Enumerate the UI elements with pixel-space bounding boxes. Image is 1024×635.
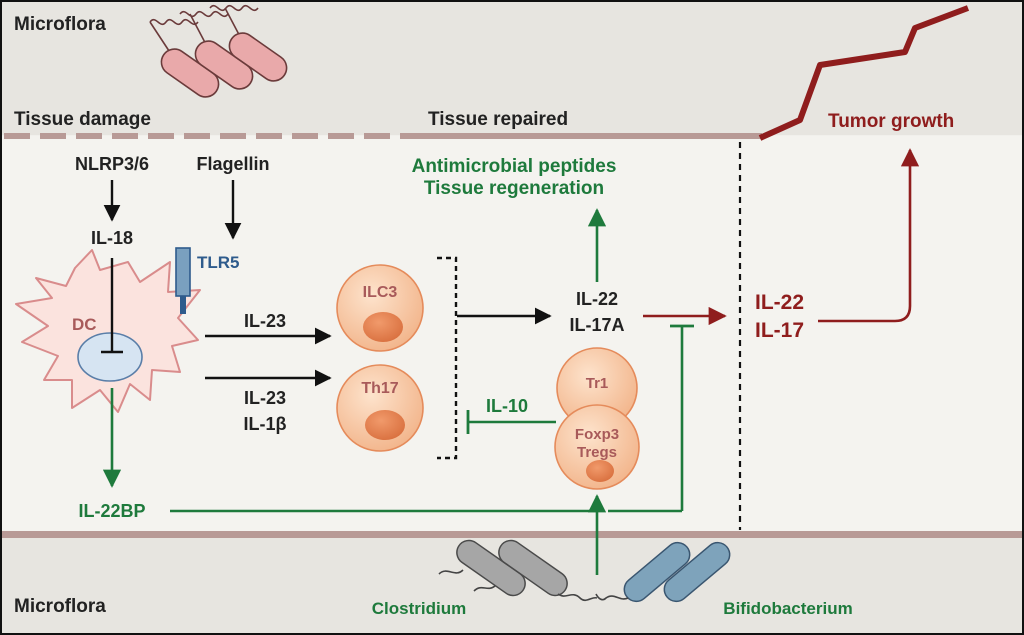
foxp3-label: Foxp3: [575, 426, 619, 443]
clostridium-bacteria-icon: [438, 539, 598, 602]
top-microflora-label: Microflora: [14, 14, 106, 35]
nlrp-label: NLRP3/6: [75, 154, 149, 174]
th17-label: Th17: [361, 380, 398, 397]
ilc3-th17-bracket: [437, 256, 458, 460]
il1b-label: IL-1β: [244, 414, 287, 434]
foxp3-treg-cell-icon: [554, 404, 640, 490]
tumor-il22-label: IL-22: [755, 291, 804, 314]
tissue-damage-label: Tissue damage: [14, 109, 151, 130]
dendritic-cell-icon: [15, 249, 201, 413]
bifidobacterium-bacteria-icon: [595, 541, 731, 603]
dc-label: DC: [72, 315, 97, 334]
tregs-label: Tregs: [577, 444, 617, 461]
regen-label: Tissue regeneration: [424, 178, 604, 199]
tumor-il17-label: IL-17: [755, 319, 804, 342]
bottom-microflora-label: Microflora: [14, 596, 106, 617]
tr1-label: Tr1: [586, 375, 609, 392]
il23-top-label: IL-23: [244, 311, 286, 331]
th17-cell-icon: [336, 364, 424, 452]
ilc3-cell-icon: [336, 264, 424, 352]
tumor-growth-label: Tumor growth: [828, 111, 954, 132]
tumor-epithelium: [758, 5, 970, 141]
tumor-lumen: [760, 2, 1022, 136]
top-bacteria-icon: [149, 4, 288, 98]
flagellin-label: Flagellin: [196, 154, 269, 174]
tissue-repaired-label: Tissue repaired: [428, 109, 568, 130]
clostridium-label: Clostridium: [372, 599, 466, 618]
amp-label: Antimicrobial peptides: [412, 156, 617, 177]
bottom-epithelium: [2, 531, 1022, 538]
il17a-label: IL-17A: [569, 315, 624, 335]
tlr5-receptor-icon: [175, 247, 191, 314]
il10-label: IL-10: [486, 396, 528, 416]
ilc3-label: ILC3: [363, 284, 398, 301]
il18-label: IL-18: [91, 228, 133, 248]
il22-label: IL-22: [576, 289, 618, 309]
bifidobacterium-label: Bifidobacterium: [723, 599, 852, 618]
tlr5-label: TLR5: [197, 253, 240, 272]
tumor-il22-to-growth-arrow: [818, 148, 920, 323]
il23-bottom-label: IL-23: [244, 388, 286, 408]
il22bp-label: IL-22BP: [78, 501, 145, 521]
